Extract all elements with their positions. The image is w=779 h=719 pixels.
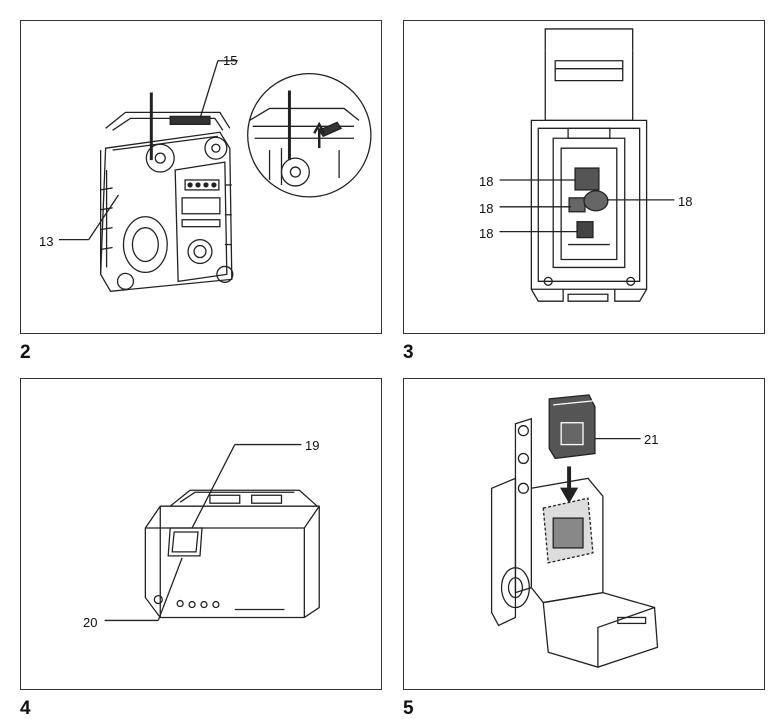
callout-15: 15 [223,53,238,68]
figure-number: 3 [403,342,414,363]
figure-number: 4 [20,698,31,719]
callout-18-lower: 18 [479,226,494,241]
figure-number: 5 [403,698,414,719]
radio-antenna-illustration [58,60,372,292]
callout-13: 13 [39,234,54,249]
callout-20: 20 [83,615,98,630]
figure-4-panel: 19 20 [20,378,382,690]
figure-2-panel: 15 13 [20,20,382,334]
callout-19: 19 [305,438,320,453]
battery-insertion-illustration [490,394,659,668]
battery-cartridge-illustration [104,443,320,622]
figure-5-panel: 21 [403,378,765,690]
battery-compartment-illustration [499,28,675,302]
callout-18-middle: 18 [479,201,494,216]
figure-number: 2 [20,342,31,363]
figure-3-panel: 18 18 18 18 [403,20,765,334]
callout-18-upper: 18 [479,174,494,189]
callout-21: 21 [644,432,659,447]
callout-18-right: 18 [678,194,693,209]
